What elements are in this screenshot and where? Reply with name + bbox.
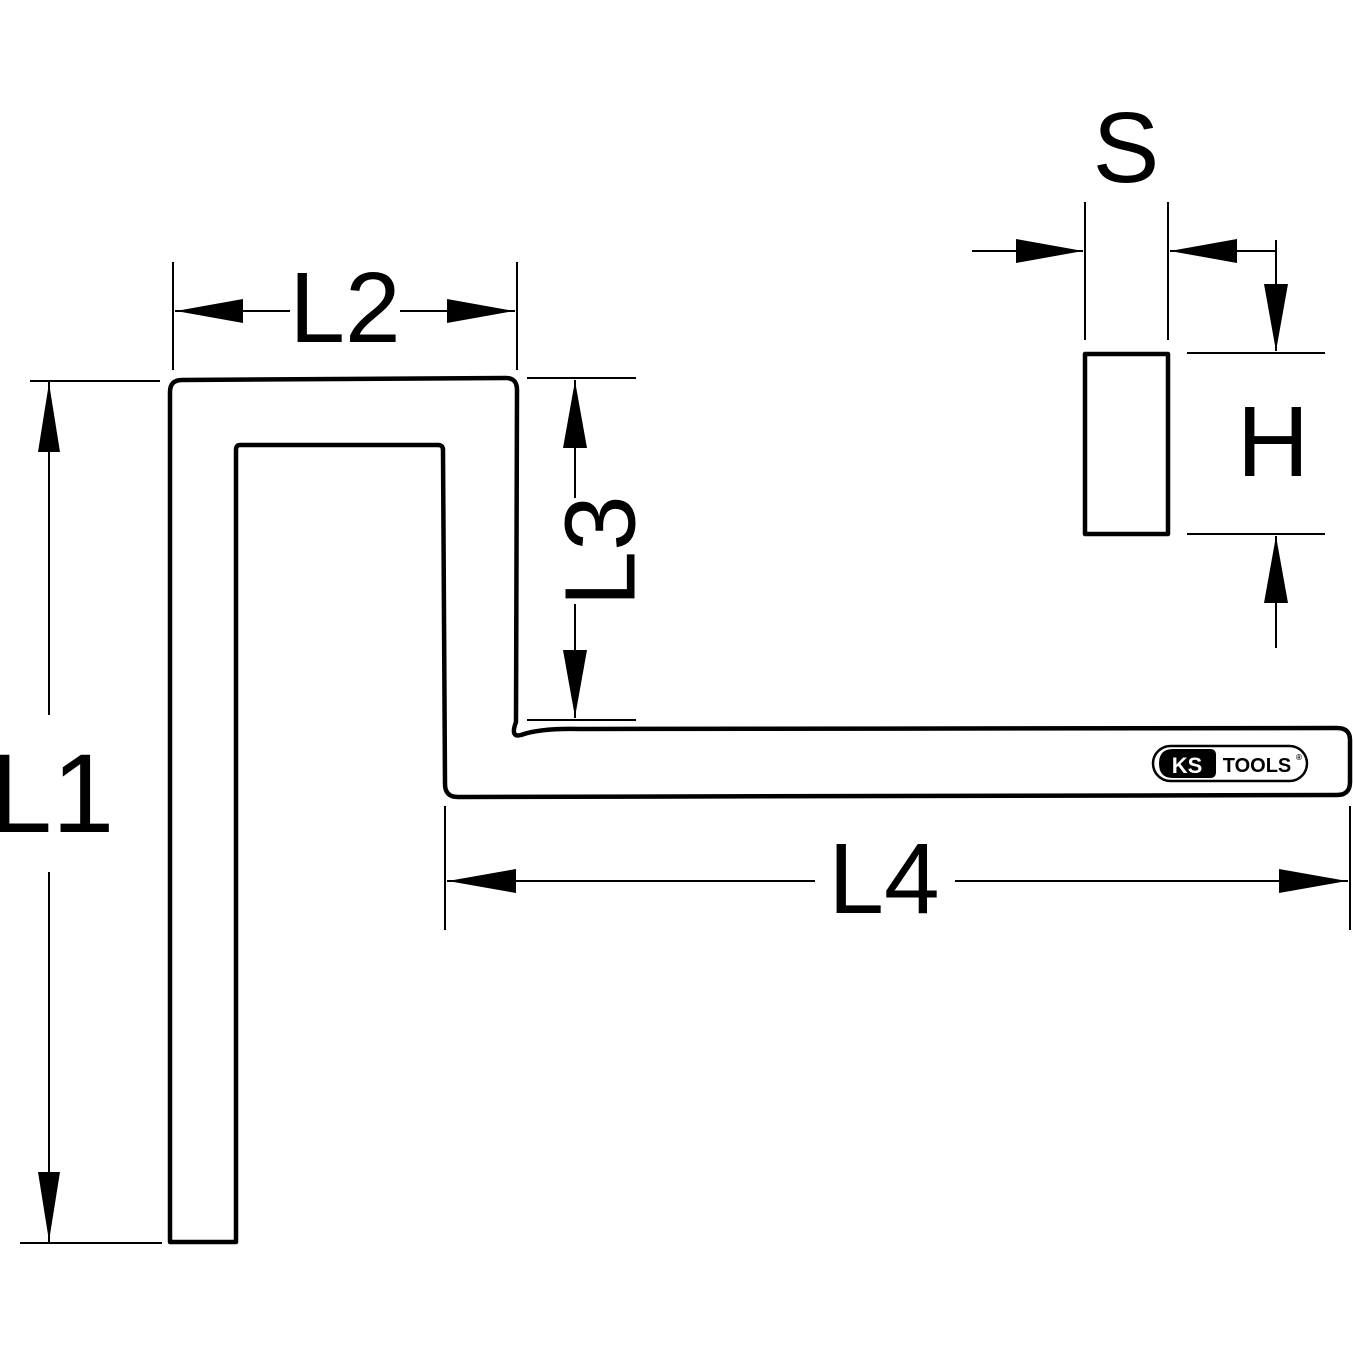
label-h: H: [1237, 386, 1309, 498]
dimension-l3: L3: [527, 377, 656, 721]
ks-tools-logo: KS TOOLS ®: [1151, 744, 1309, 783]
label-l2: L2: [289, 252, 400, 364]
tool-outline: [167, 375, 1353, 1245]
logo-registered-mark: ®: [1296, 753, 1302, 762]
dimension-l4: L4: [444, 806, 1351, 935]
logo-tools-text: TOOLS: [1223, 755, 1292, 777]
label-l1: L1: [0, 731, 114, 856]
dimension-h: H: [1187, 240, 1325, 648]
dimension-l1: L1: [0, 380, 162, 1244]
dimension-s: S: [972, 92, 1277, 340]
label-l3: L3: [544, 495, 656, 606]
logo-ks-badge: [1159, 749, 1216, 778]
label-s: S: [1093, 92, 1160, 204]
dimension-l2: L2: [172, 252, 518, 370]
label-l4: L4: [828, 823, 939, 935]
logo-ks-text: KS: [1172, 753, 1203, 778]
cross-section: [1082, 351, 1171, 537]
